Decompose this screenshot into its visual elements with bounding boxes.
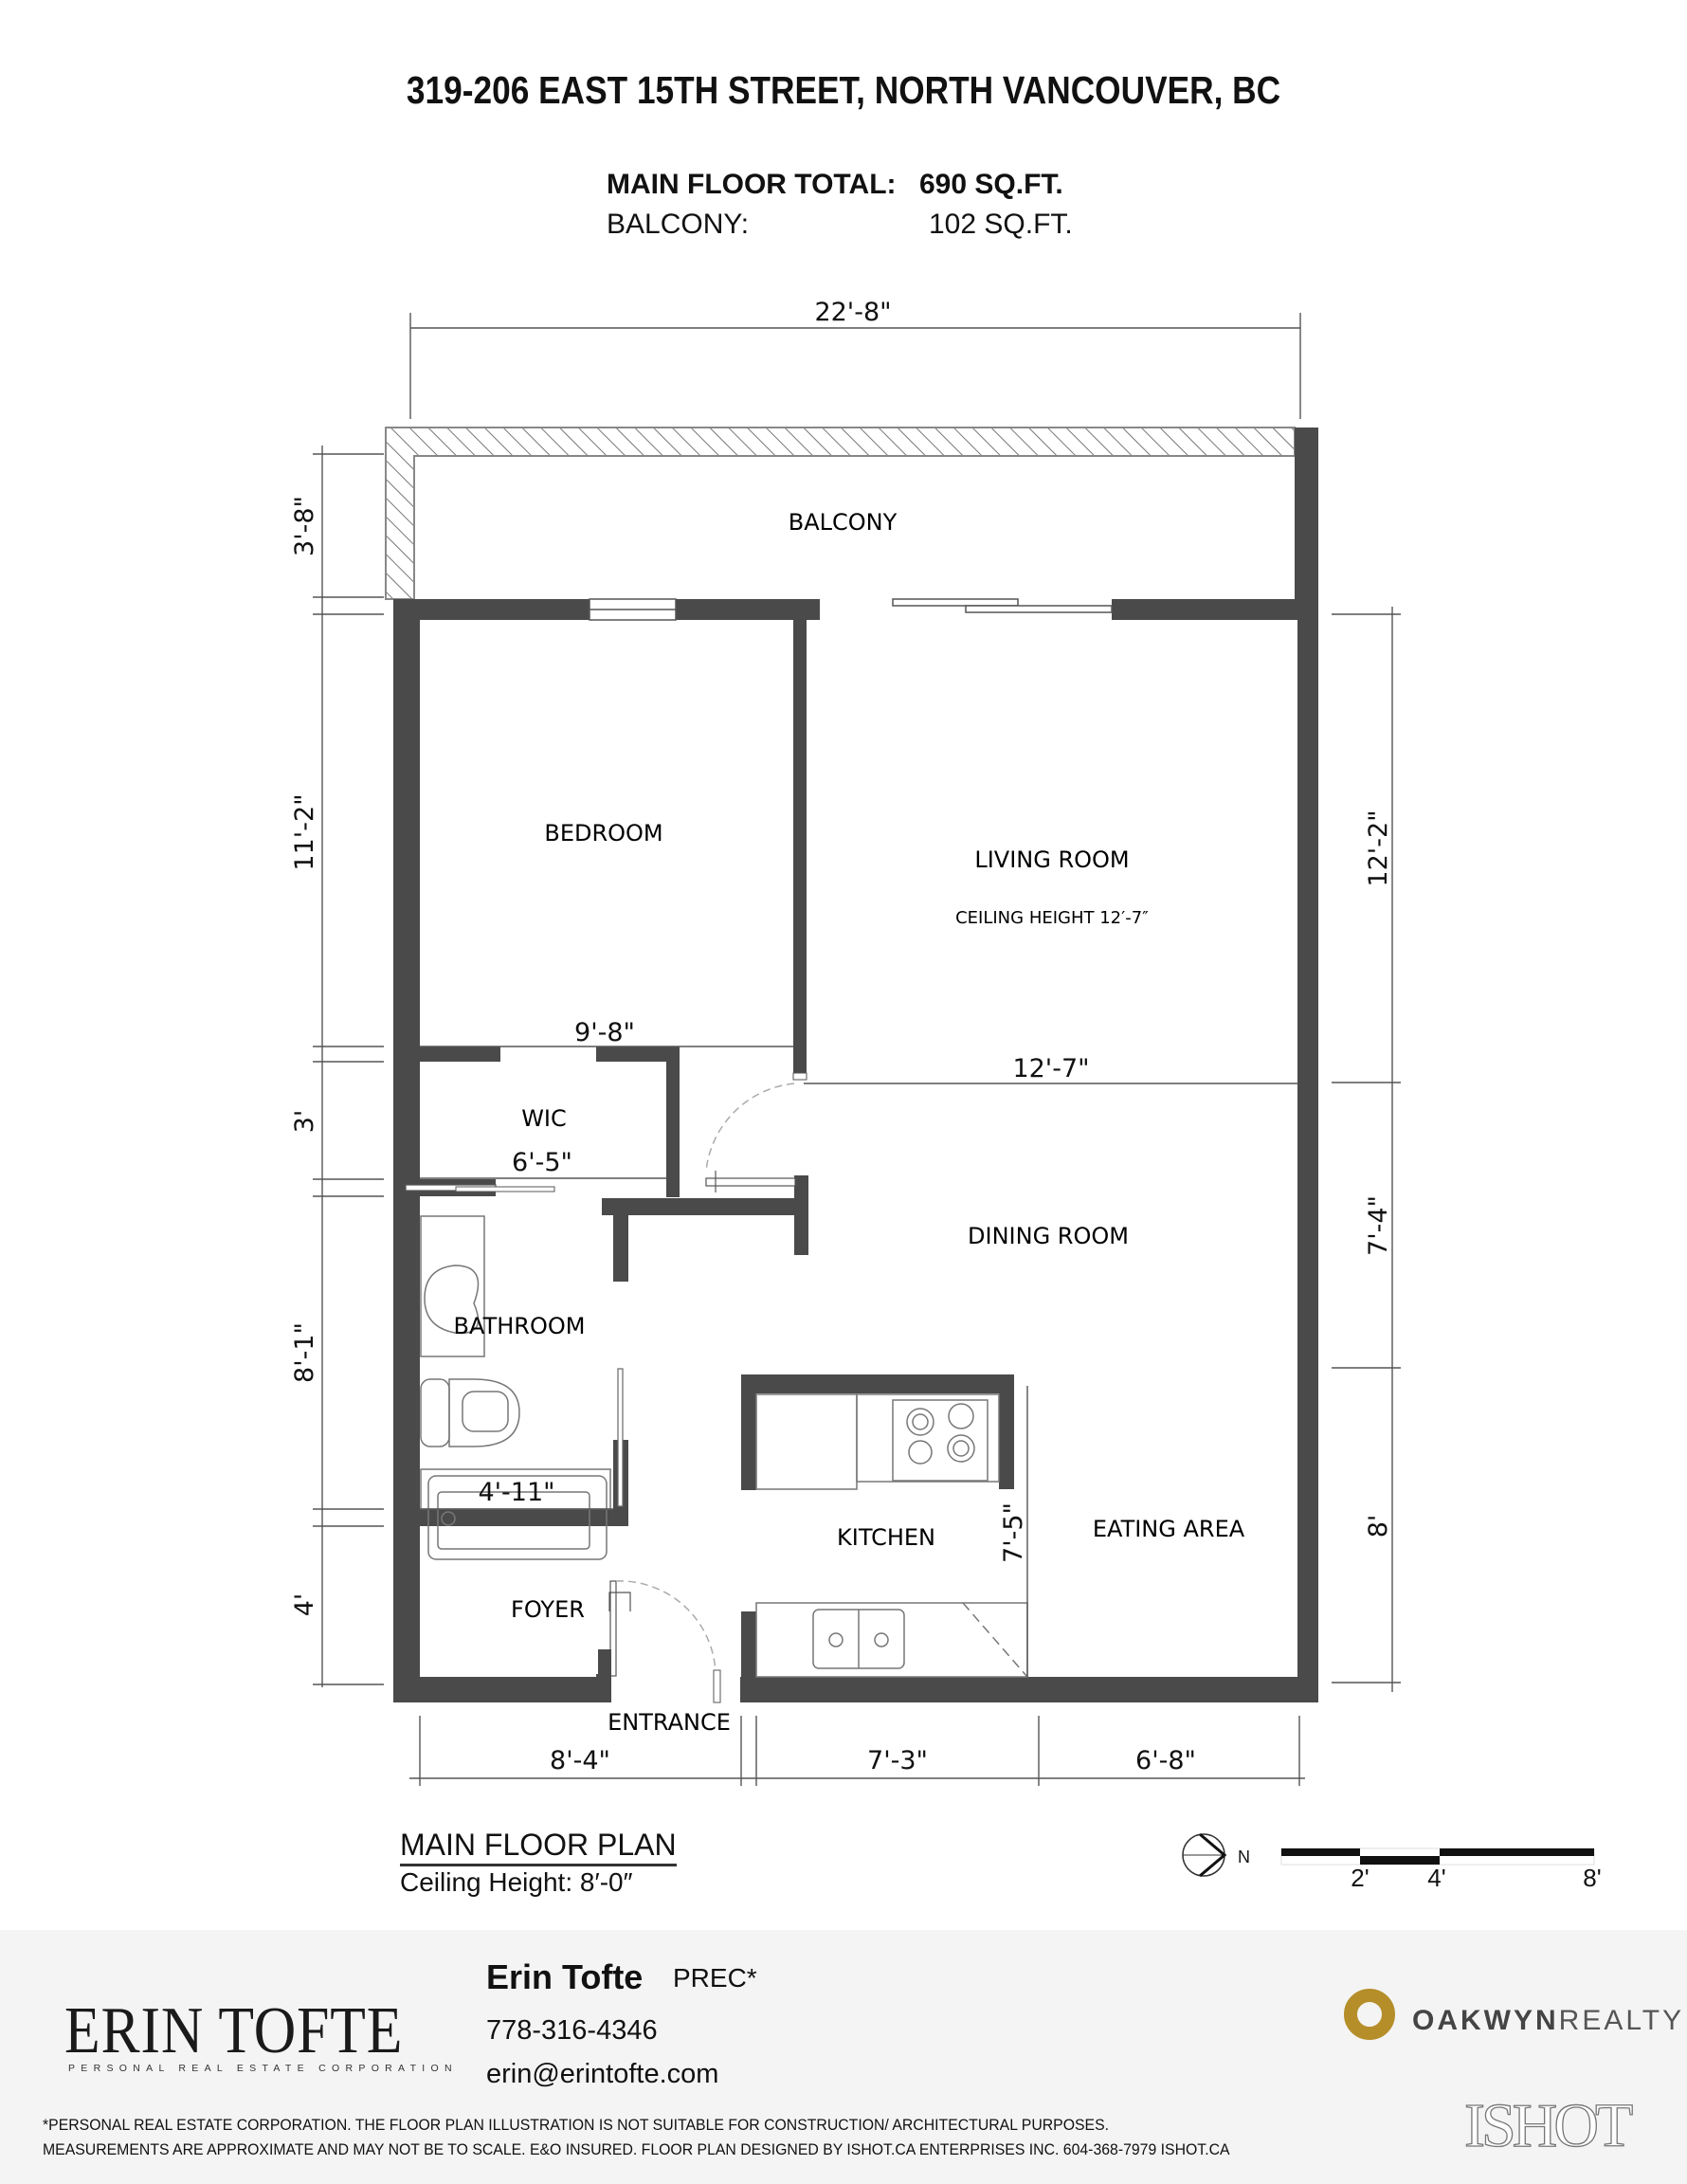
scale-tick-4: 4' (1427, 1864, 1445, 1892)
bedroom-door (705, 1083, 796, 1192)
toilet-tank-icon (420, 1378, 450, 1447)
scale-tick-2: 2' (1351, 1864, 1369, 1892)
fridge-icon (755, 1393, 858, 1490)
interior-walls (420, 613, 1014, 1689)
toilet-bowl-icon (448, 1378, 520, 1447)
main-floor-area: MAIN FLOOR TOTAL: 690 SQ.FT. (607, 169, 1063, 201)
room-label-eating: EATING AREA (1093, 1516, 1245, 1542)
balcony-area: BALCONY: 102 SQ.FT. (607, 209, 1073, 241)
entry-door (608, 1580, 721, 1703)
agent-logo-subtitle: PERSONAL REAL ESTATE CORPORATION (68, 2063, 458, 2074)
room-label-bedroom: BEDROOM (544, 820, 662, 846)
room-label-bathroom: BATHROOM (454, 1313, 586, 1339)
dim-bottom-left: 8'-4" (550, 1746, 610, 1775)
dim-balcony-depth: 3'-8" (290, 496, 319, 556)
sink-icon (424, 1265, 480, 1335)
dim-bedroom-height: 11'-2" (290, 793, 319, 870)
living-ceiling-height: CEILING HEIGHT 12′-7″ (955, 908, 1149, 928)
dimension-lines (313, 313, 1401, 1786)
dim-bathroom-height: 8'-1" (290, 1322, 319, 1383)
balcony-wall (385, 427, 1318, 600)
dim-foyer-height: 4' (290, 1593, 319, 1617)
north-label: N (1238, 1847, 1250, 1866)
counter-lower (755, 1602, 1028, 1678)
dim-wic-height: 3' (290, 1110, 319, 1134)
wic-sliding-door (405, 1184, 555, 1192)
dishwasher-icon (962, 1602, 1028, 1678)
property-address: 319-206 EAST 15TH STREET, NORTH VANCOUVE… (406, 68, 1281, 112)
bathroom-door (617, 1368, 624, 1507)
vanity (420, 1215, 485, 1357)
dim-living-width: 12'-7" (1012, 1054, 1089, 1083)
dim-eating-height: 8' (1364, 1515, 1393, 1538)
north-arrow-icon: N (1182, 1832, 1250, 1878)
dim-bathroom-width: 4'-11" (478, 1478, 554, 1507)
exterior-walls (393, 599, 1318, 1702)
bathtub-icon (427, 1475, 608, 1560)
sliding-door (892, 598, 1113, 613)
oakwyn-logo-icon (1344, 1989, 1395, 2040)
plan-title: MAIN FLOOR PLAN (400, 1828, 677, 1866)
dim-overall-width: 22'-8" (814, 298, 891, 327)
dim-kitchen-depth: 7'-5" (999, 1502, 1028, 1563)
balcony-area-label: BALCONY: (607, 209, 750, 240)
dim-dining-height: 7'-4" (1364, 1195, 1393, 1256)
agent-phone[interactable]: 778-316-4346 (486, 2015, 658, 2046)
scale-bar: 2' 4' 8' (1280, 1847, 1602, 1892)
bathroom-fixtures (420, 1215, 611, 1560)
dim-bedroom-width: 9'-8" (574, 1018, 635, 1047)
dim-wic-width: 6'-5" (512, 1148, 572, 1177)
plan-ceiling-height: Ceiling Height: 8′-0″ (400, 1867, 633, 1897)
room-label-foyer: FOYER (511, 1596, 585, 1623)
brokerage-name-bold: OAKWYN (1412, 2005, 1559, 2036)
main-floor-area-label: MAIN FLOOR TOTAL: (607, 169, 897, 200)
dim-bottom-right: 6'-8" (1135, 1746, 1196, 1775)
balcony-area-value: 102 SQ.FT. (929, 209, 1073, 240)
brokerage-name-light: REALTY (1558, 2005, 1685, 2036)
room-label-kitchen: KITCHEN (837, 1524, 935, 1551)
designer-logo: ISHOT (1463, 2090, 1634, 2160)
disclaimer-line-1: *PERSONAL REAL ESTATE CORPORATION. THE F… (43, 2116, 1110, 2134)
door-stop (792, 1072, 807, 1081)
agent-title: PREC* (673, 1963, 757, 1993)
room-label-balcony: BALCONY (789, 509, 898, 536)
agent-logo: ERIN TOFTE (64, 1994, 404, 2067)
agent-name: Erin Tofte (486, 1957, 644, 1996)
room-label-wic: WIC (521, 1105, 567, 1132)
room-label-dining: DINING ROOM (968, 1223, 1129, 1249)
foyer-jamb (598, 1649, 611, 1678)
room-label-entrance: ENTRANCE (608, 1709, 731, 1736)
main-floor-area-value: 690 SQ.FT. (919, 169, 1063, 200)
stove-icon (892, 1399, 989, 1482)
counter-upper (856, 1393, 1000, 1483)
disclaimer-line-2: MEASUREMENTS ARE APPROXIMATE AND MAY NOT… (43, 2140, 1230, 2158)
dim-living-height: 12'-2" (1364, 810, 1393, 886)
scale-tick-8: 8' (1583, 1864, 1601, 1892)
dim-bottom-mid: 7'-3" (867, 1746, 928, 1775)
brokerage-logo: OAKWYNREALTY (1412, 2005, 1684, 2037)
footer (0, 1930, 1687, 2184)
bedroom-window (589, 598, 677, 621)
agent-email[interactable]: erin@erintofte.com (486, 2059, 719, 2089)
room-label-living: LIVING ROOM (974, 846, 1129, 873)
